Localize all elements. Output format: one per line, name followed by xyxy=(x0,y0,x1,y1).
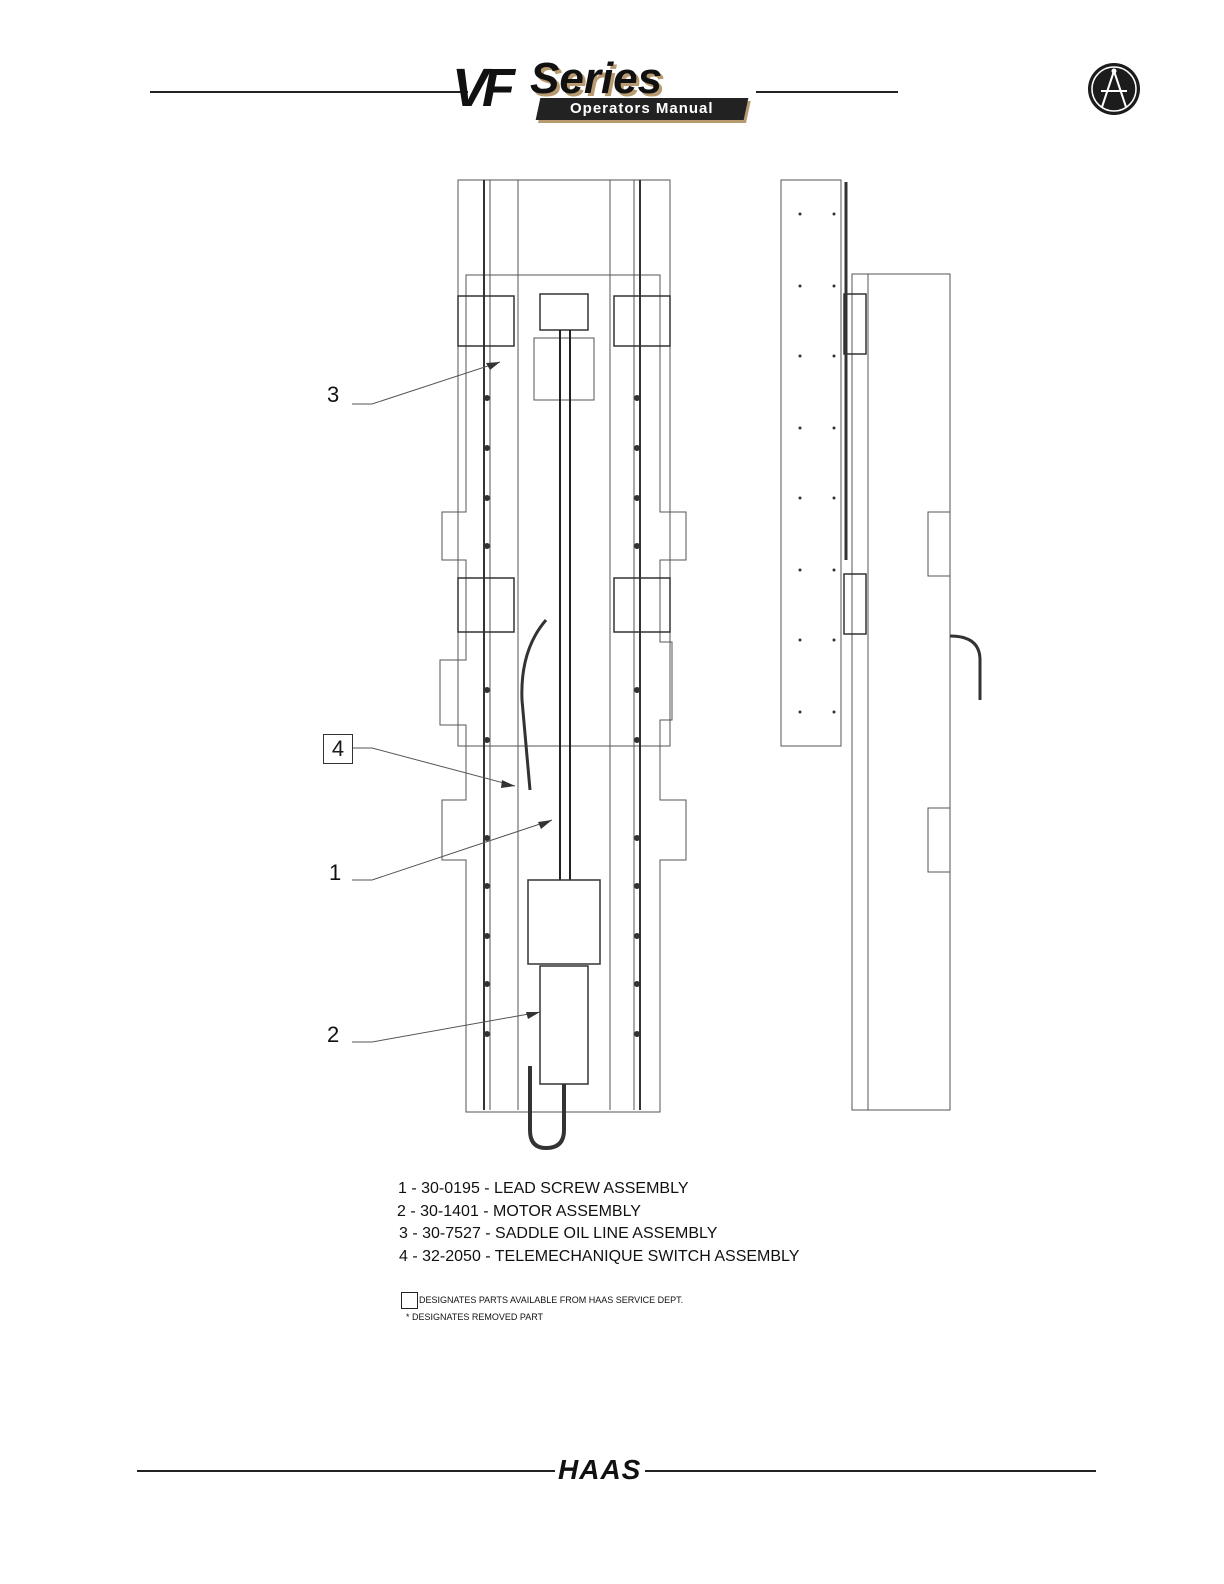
legend-item-3: 3 - 30-7527 - SADDLE OIL LINE ASSEMBLY xyxy=(399,1225,799,1248)
side-view-column xyxy=(781,180,841,746)
note-removed-part: * DESIGNATES REMOVED PART xyxy=(406,1312,543,1322)
legend-item-2: 2 - 30-1401 - MOTOR ASSEMBLY xyxy=(397,1203,799,1226)
parts-legend: 1 - 30-0195 - LEAD SCREW ASSEMBLY 2 - 30… xyxy=(396,1180,799,1270)
haas-logo: HAAS xyxy=(558,1454,641,1486)
legend-item-4: 4 - 32-2050 - TELEMECHANIQUE SWITCH ASSE… xyxy=(399,1248,799,1271)
side-view-saddle xyxy=(852,274,950,1110)
callout-2: 2 xyxy=(327,1022,339,1048)
callout-4-boxed: 4 xyxy=(323,734,353,764)
saddle-outline xyxy=(440,275,686,1112)
designates-box-symbol xyxy=(401,1292,418,1309)
callout-3: 3 xyxy=(327,382,339,408)
note-available-parts: DESIGNATES PARTS AVAILABLE FROM HAAS SER… xyxy=(419,1295,683,1305)
legend-item-1: 1 - 30-0195 - LEAD SCREW ASSEMBLY xyxy=(398,1180,799,1203)
callout-1: 1 xyxy=(329,860,341,886)
footer-rule-right xyxy=(645,1470,1096,1472)
footer-rule-left xyxy=(137,1470,555,1472)
